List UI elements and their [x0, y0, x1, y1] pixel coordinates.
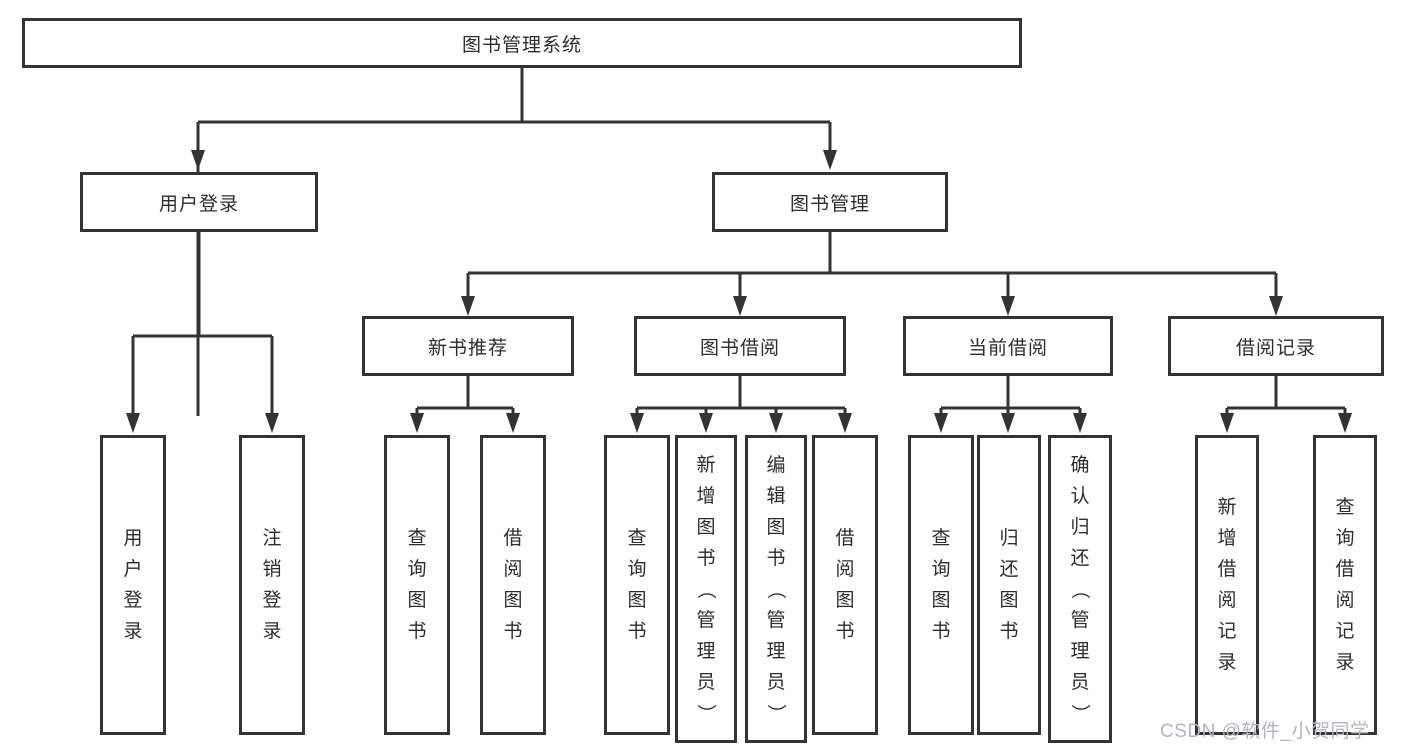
- leaf-confirm-return-admin: 确认归还（管理员）: [1048, 435, 1112, 743]
- watermark-text: CSDN @软件_小贺同学: [1160, 721, 1370, 742]
- leaf-query-books-borrow-label: 查询图书: [627, 528, 647, 642]
- leaf-query-borrow-record: 查询借阅记录: [1313, 435, 1377, 735]
- node-library-system: 图书管理系统: [22, 18, 1022, 68]
- node-current-borrow-label: 当前借阅: [967, 337, 1048, 359]
- node-current-borrow: 当前借阅: [903, 316, 1113, 376]
- node-new-book-recommend-label: 新书推荐: [427, 337, 508, 359]
- leaf-query-books-current-label: 查询图书: [931, 528, 951, 642]
- leaf-logout-label: 注销登录: [262, 528, 282, 642]
- node-book-borrow-label: 图书借阅: [699, 337, 780, 359]
- leaf-add-book-admin: 新增图书（管理员）: [675, 435, 737, 743]
- leaf-borrow-books-borrow-label: 借阅图书: [835, 528, 855, 642]
- leaf-query-books-borrow: 查询图书: [604, 435, 670, 735]
- leaf-add-book-admin-label: 新增图书（管理员）: [695, 454, 717, 723]
- node-borrow-records: 借阅记录: [1168, 316, 1384, 376]
- leaf-logout: 注销登录: [239, 435, 305, 735]
- leaf-user-login: 用户登录: [100, 435, 166, 735]
- leaf-borrow-books-recommend: 借阅图书: [480, 435, 546, 735]
- node-book-borrow: 图书借阅: [634, 316, 846, 376]
- node-library-system-label: 图书管理系统: [461, 34, 582, 56]
- node-book-management: 图书管理: [712, 172, 948, 232]
- leaf-borrow-books-recommend-label: 借阅图书: [503, 528, 523, 642]
- node-user-login-label: 用户登录: [158, 193, 239, 215]
- leaf-return-book: 归还图书: [977, 435, 1041, 735]
- node-book-management-label: 图书管理: [789, 193, 870, 215]
- leaf-add-borrow-record-label: 新增借阅记录: [1217, 497, 1237, 673]
- leaf-user-login-label: 用户登录: [123, 528, 143, 642]
- leaf-query-books-current: 查询图书: [908, 435, 974, 735]
- node-borrow-records-label: 借阅记录: [1235, 337, 1316, 359]
- leaf-query-books-recommend: 查询图书: [384, 435, 450, 735]
- leaf-return-book-label: 归还图书: [999, 528, 1019, 642]
- leaf-edit-book-admin-label: 编辑图书（管理员）: [765, 454, 787, 723]
- node-new-book-recommend: 新书推荐: [362, 316, 574, 376]
- leaf-query-borrow-record-label: 查询借阅记录: [1335, 497, 1355, 673]
- leaf-edit-book-admin: 编辑图书（管理员）: [745, 435, 807, 743]
- leaf-borrow-books-borrow: 借阅图书: [812, 435, 878, 735]
- leaf-confirm-return-admin-label: 确认归还（管理员）: [1069, 454, 1091, 723]
- leaf-query-books-recommend-label: 查询图书: [407, 528, 427, 642]
- leaf-add-borrow-record: 新增借阅记录: [1195, 435, 1259, 735]
- node-user-login: 用户登录: [80, 172, 318, 232]
